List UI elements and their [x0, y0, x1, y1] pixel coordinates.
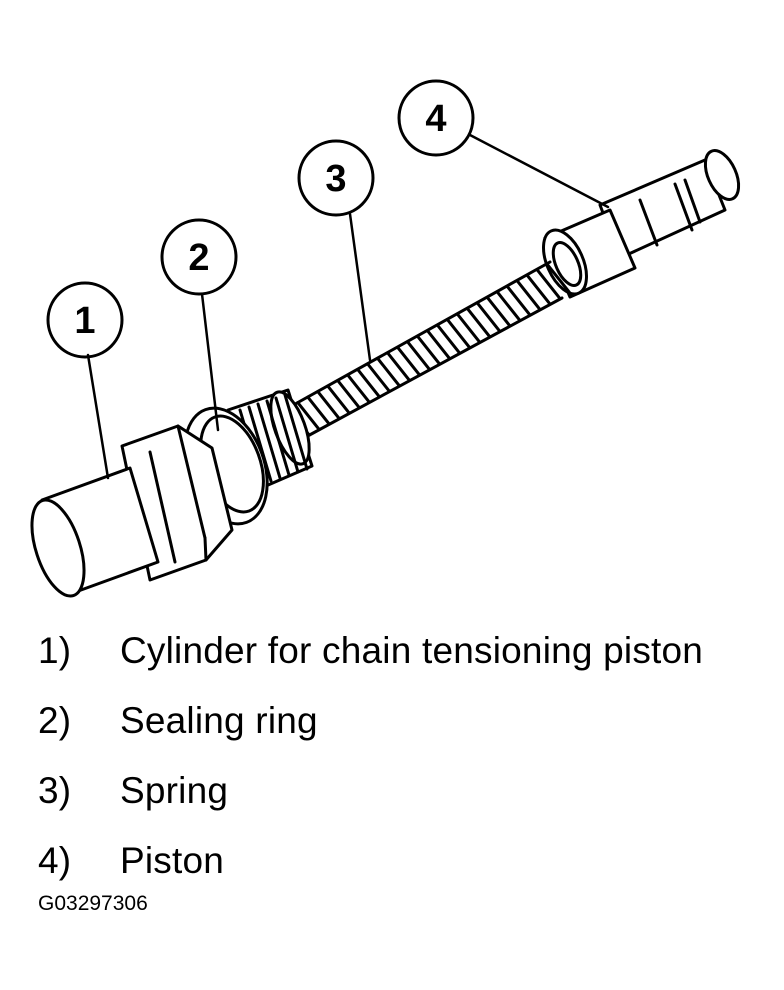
callout-1-label: 1: [74, 300, 95, 342]
legend-label: Cylinder for chain tensioning piston: [120, 630, 704, 671]
callout-2: [160, 218, 238, 296]
callout-4-label: 4: [425, 98, 446, 140]
legend-number: 4): [38, 840, 72, 881]
figure-id: G03297306: [38, 892, 148, 915]
callout-3-label: 3: [325, 158, 346, 200]
legend-label: Piston: [120, 840, 225, 881]
legend-number: 3): [38, 770, 72, 811]
legend-number: 1): [38, 630, 72, 671]
legend-item-2: 2) Sealing ring: [38, 686, 778, 756]
legend-item-4: 4) Piston: [38, 826, 778, 896]
legend-item-1: 1) Cylinder for chain tensioning piston: [38, 616, 778, 686]
piston-part: [542, 149, 741, 299]
cylinder-part: [30, 424, 234, 598]
leader-lines: [86, 133, 610, 480]
chain-tensioner-diagram: 1 2 3 4: [30, 79, 741, 598]
legend-item-3: 3) Spring: [38, 756, 778, 826]
callout-4: [397, 79, 475, 157]
legend-number: 2): [38, 700, 72, 741]
legend-label: Spring: [120, 770, 229, 811]
callout-1: [46, 281, 124, 359]
callout-3: [297, 139, 375, 217]
spring-part: [286, 260, 571, 440]
legend-label: Sealing ring: [120, 700, 318, 741]
parts-legend: 1) Cylinder for chain tensioning piston …: [38, 616, 778, 896]
callout-2-label: 2: [188, 237, 209, 279]
